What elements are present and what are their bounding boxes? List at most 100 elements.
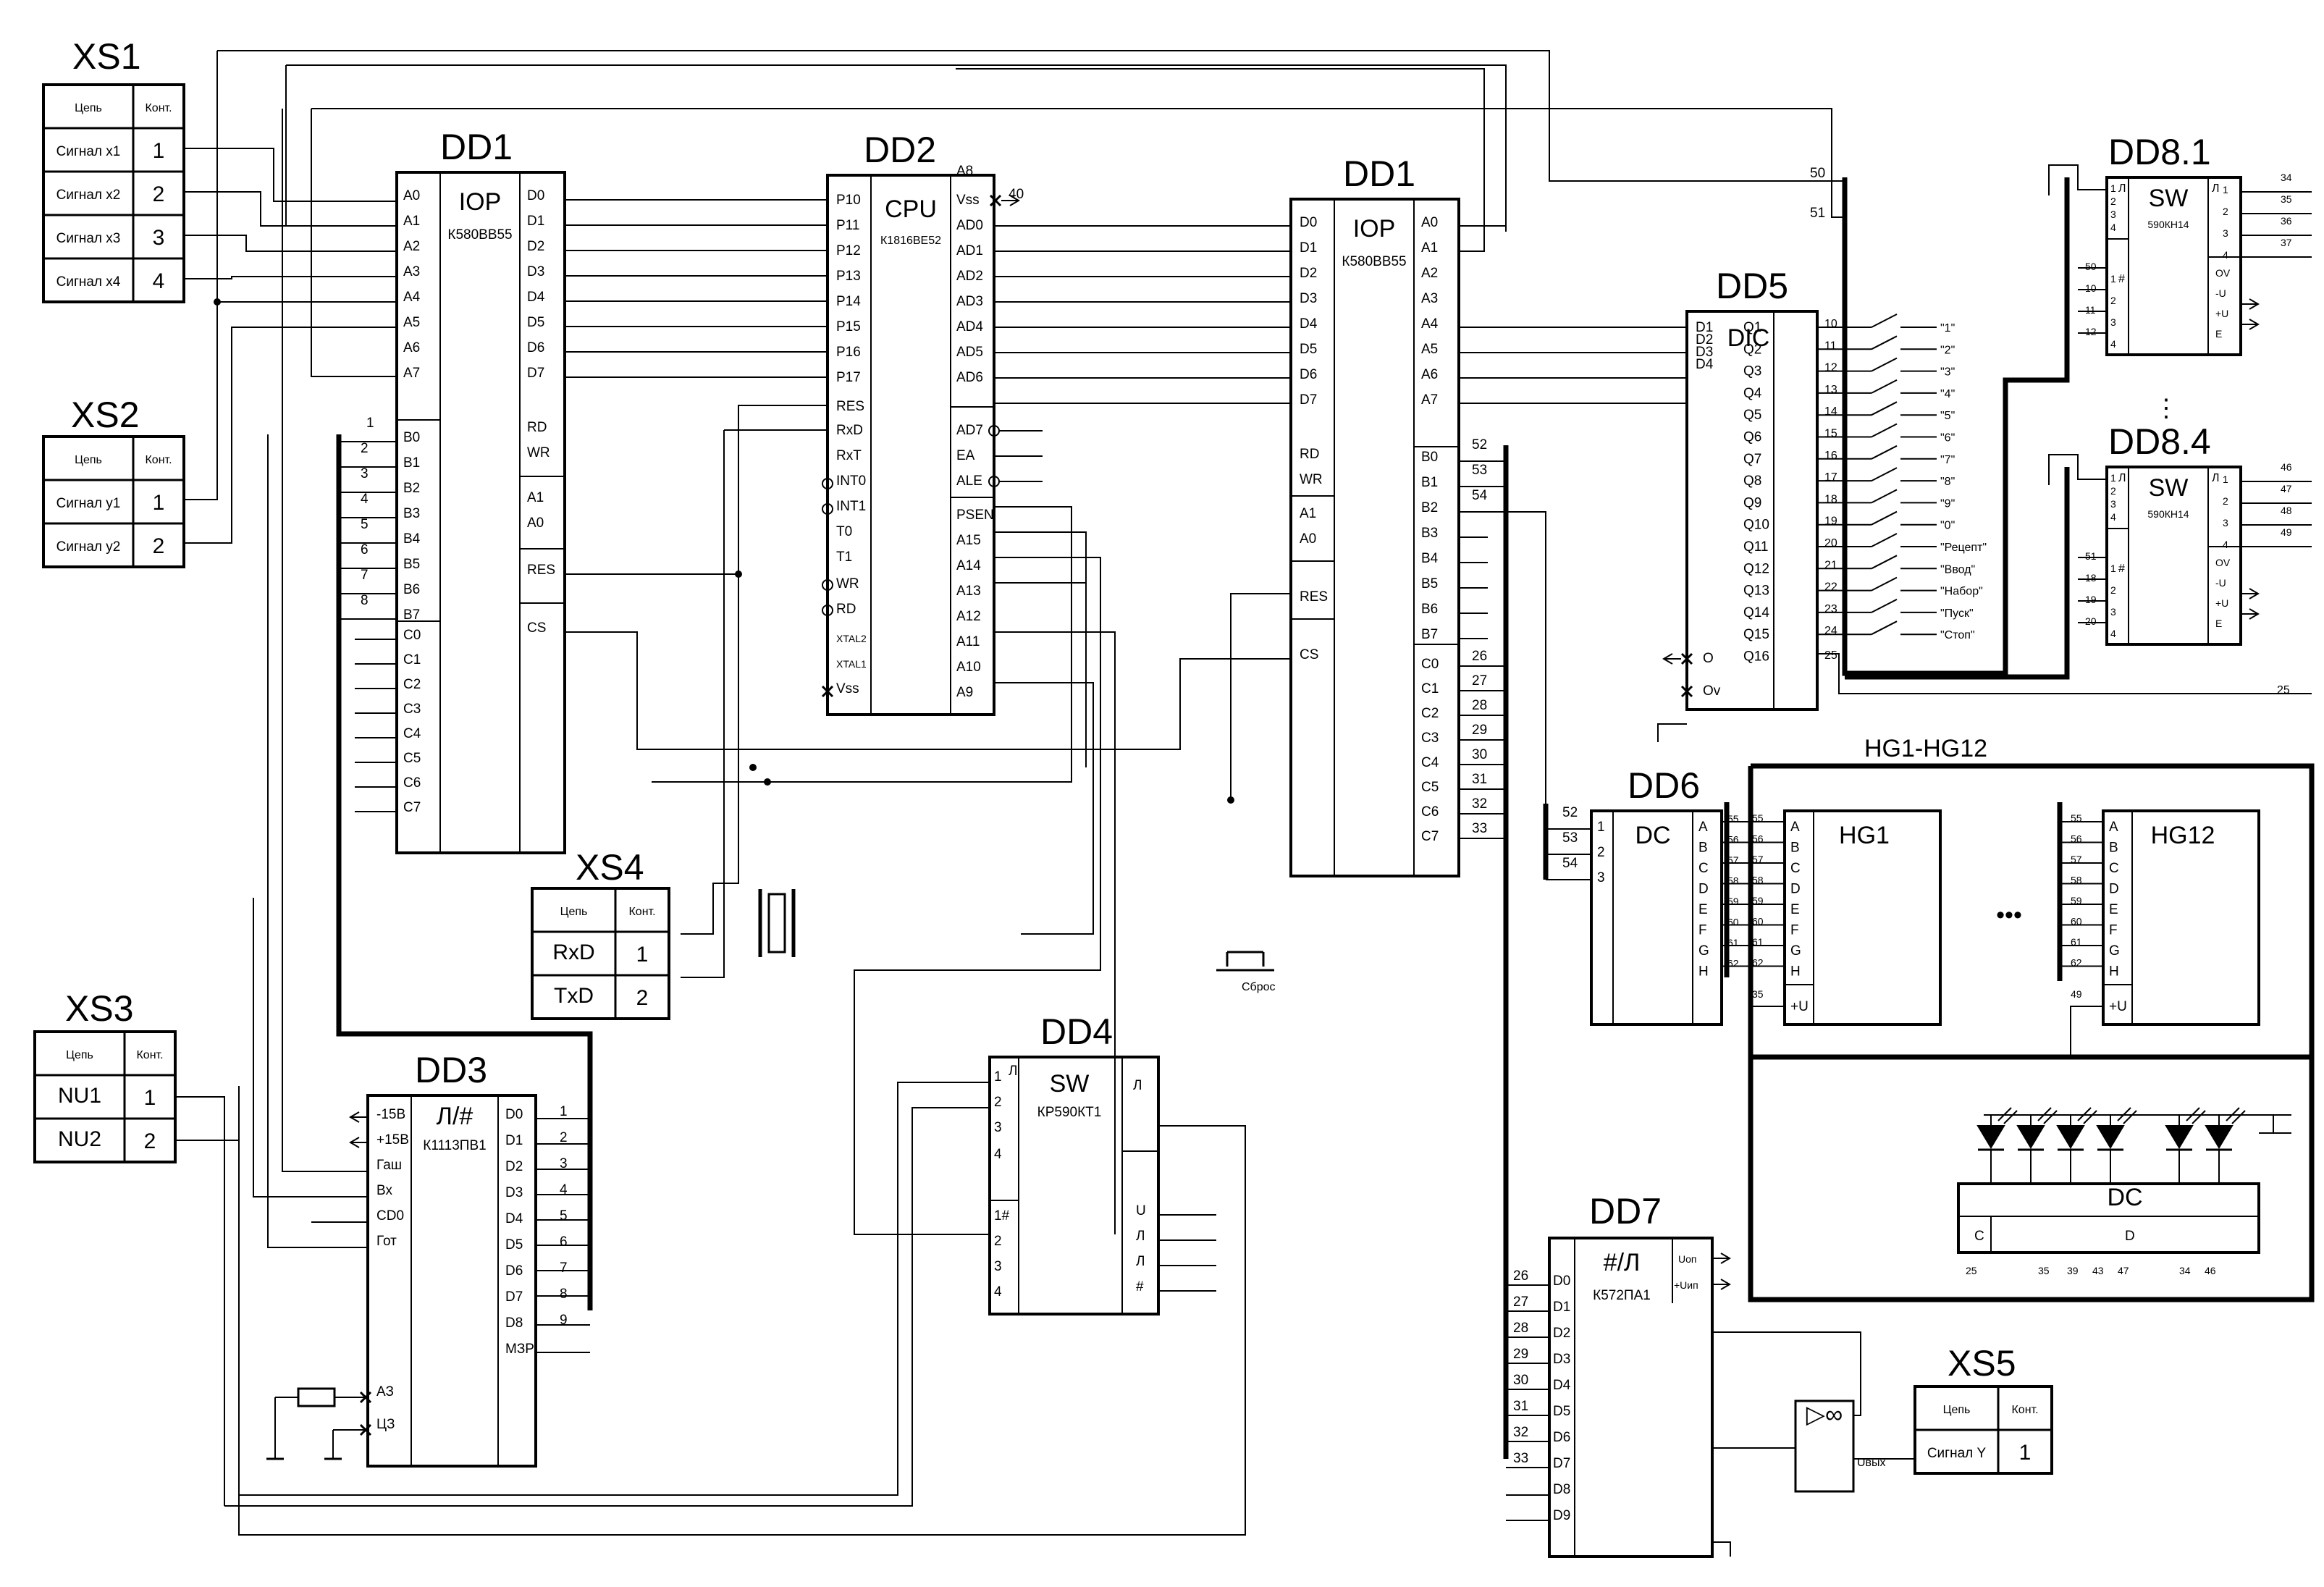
wire — [854, 557, 1101, 1235]
hg1-num: 62 — [1752, 957, 1764, 969]
dd1-right-part: К580ВВ55 — [1342, 254, 1406, 269]
nc-cross — [1680, 685, 1693, 698]
dd1r-pin: A6 — [1421, 367, 1438, 382]
dd81-pin: 4 — [2223, 249, 2228, 261]
dd2-ref: DD2 — [864, 130, 936, 170]
dd4-pin: 2 — [994, 1095, 1002, 1110]
dd84-pin: 4 — [2223, 539, 2228, 550]
dd84-chip — [2105, 466, 2242, 646]
dd5-key-label: "Стоп" — [1940, 629, 1975, 641]
hg1-pin: E — [1790, 902, 1800, 917]
hg1-pin: G — [1790, 943, 1801, 959]
wire — [994, 682, 1094, 935]
junction-dot — [764, 778, 771, 786]
wire — [286, 64, 1507, 232]
dd81-pin: 4 — [2110, 338, 2116, 350]
dd1-left-pin: A0 — [403, 188, 420, 203]
wire — [238, 1086, 1246, 1536]
hg1-pin: A — [1790, 820, 1800, 835]
wire — [1459, 511, 1546, 804]
dd5-num: 20 — [1824, 537, 1837, 550]
dd7-pin: D6 — [1553, 1430, 1570, 1445]
hg1-num: 56 — [1752, 833, 1764, 845]
led-dec-num: 43 — [2092, 1265, 2104, 1276]
dd81-pin: 2 — [2223, 206, 2228, 217]
hg1-num: 58 — [1752, 875, 1764, 886]
dd81-pin: 3 — [2110, 316, 2116, 328]
dd3-pin: Вх — [376, 1183, 392, 1198]
hg1-num: 57 — [1752, 854, 1764, 865]
dd2-pin: P16 — [836, 345, 861, 360]
dd1-left-chip — [395, 171, 566, 854]
dd6-ref: DD6 — [1628, 765, 1700, 806]
xs1-net: Сигнал x1 — [56, 144, 121, 159]
dd1-left-pin: C3 — [403, 702, 421, 717]
dd84-pin: 4 — [2110, 511, 2116, 523]
led-diode — [2056, 1125, 2085, 1149]
dd81-pin: -U — [2215, 287, 2226, 299]
dd84-pin: 4 — [2110, 628, 2116, 639]
dd1r-cnum: 26 — [1472, 649, 1487, 664]
dd7-ref: DD7 — [1589, 1191, 1662, 1232]
dd84-mark: Л — [2212, 472, 2220, 484]
dd5-num: 21 — [1824, 559, 1837, 571]
led-ray — [2231, 1110, 2246, 1124]
buses — [336, 177, 2315, 1459]
dd1r-pin: CS — [1300, 647, 1318, 662]
dd1r-pin: A3 — [1421, 291, 1438, 306]
arrow-head — [1662, 653, 1673, 665]
key-switch — [1871, 423, 1898, 438]
dd1r-pin: A0 — [1421, 215, 1438, 230]
xs3-header-chain: Цепь — [66, 1049, 93, 1061]
dd81-pin: 1 — [2223, 184, 2228, 195]
dd2-pin: A9 — [956, 685, 973, 700]
dd5-num: 11 — [1824, 340, 1837, 352]
dd6-pin: H — [1698, 964, 1709, 980]
dd1r-pin: D6 — [1300, 367, 1317, 382]
dd3-pin: ЦЗ — [376, 1417, 395, 1432]
hg12-pin: D — [2109, 882, 2119, 897]
dd1-left-part: К580ВВ55 — [447, 227, 512, 243]
dd2-pin: P14 — [836, 294, 861, 309]
dd2-pin: AD6 — [956, 370, 983, 385]
dd4-func: SW — [1050, 1070, 1090, 1098]
dd81-mark: Л — [2118, 182, 2126, 195]
dd7-pin: D7 — [1553, 1456, 1570, 1471]
hg12-pin: G — [2109, 943, 2120, 959]
dd1r-pin: C5 — [1421, 780, 1439, 795]
wire — [184, 301, 397, 500]
hg12-num: 61 — [2071, 936, 2082, 948]
dd5-key-label: "5" — [1940, 410, 1955, 422]
dd1-bus-number: 8 — [361, 593, 369, 608]
dd5-pin: Q7 — [1743, 452, 1761, 467]
xs2-net: Сигнал y2 — [56, 539, 121, 555]
dd1-left-pin: D4 — [527, 290, 545, 305]
dd2-pin: T0 — [836, 524, 852, 539]
dd7-num: 28 — [1513, 1321, 1528, 1336]
dd7-pin: D3 — [1553, 1352, 1570, 1367]
bus — [336, 434, 593, 1310]
dd1-bus-number: 1 — [366, 416, 374, 431]
dd6-chip — [1590, 809, 1723, 1026]
dd2-pin: RxT — [836, 448, 862, 463]
dd84-num: 47 — [2281, 483, 2292, 494]
dd5-key-label: "3" — [1940, 366, 1955, 379]
dd5-pin: Q6 — [1743, 430, 1761, 445]
wire — [267, 434, 368, 1248]
dd81-pin: 2 — [2110, 195, 2116, 207]
dd2-pin: RES — [836, 399, 864, 414]
dd3-pin: D1 — [505, 1133, 523, 1148]
dd3-pin: +15В — [376, 1132, 409, 1148]
dd84-mark: # — [2118, 563, 2125, 575]
led-ray — [2003, 1110, 2018, 1124]
wire — [311, 108, 1845, 218]
dd4-pin: 1 — [994, 1069, 1002, 1085]
xs1-pin: 4 — [153, 269, 165, 293]
dd5-pin: Q14 — [1743, 605, 1769, 620]
xs2-pin: 2 — [153, 534, 165, 558]
dd3-pin: D2 — [505, 1159, 523, 1174]
hg1-pin: +U — [1790, 999, 1809, 1014]
dd84-num: 18 — [2085, 572, 2097, 584]
wire — [994, 631, 1116, 1234]
